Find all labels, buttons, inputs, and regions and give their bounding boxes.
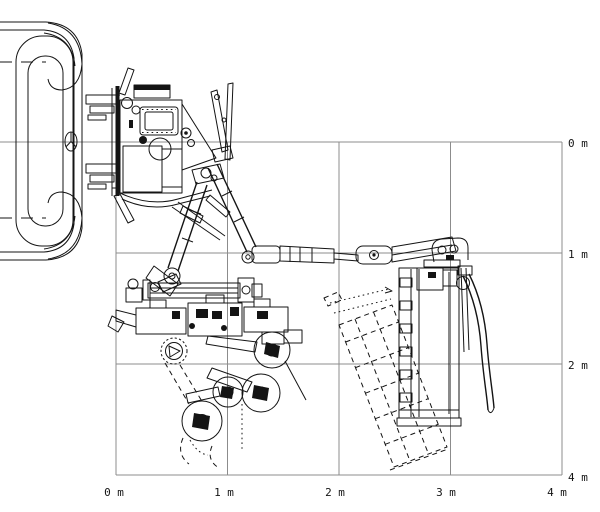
x-axis-labels: 0 m 1 m 2 m 3 m 4 m <box>104 486 567 499</box>
tractor-front-view <box>0 21 83 261</box>
mount-brackets <box>85 94 117 190</box>
x-tick-2m: 2 m <box>325 486 345 499</box>
y-tick-2m: 2 m <box>568 359 588 372</box>
measurement-grid <box>0 141 563 476</box>
x-tick-0m: 0 m <box>104 486 124 499</box>
y-tick-0m: 0 m <box>568 137 588 150</box>
x-tick-4m: 4 m <box>547 486 567 499</box>
disc-1 <box>253 331 291 369</box>
disc-4 <box>181 400 223 442</box>
y-tick-4m: 4 m <box>568 471 588 484</box>
disc-3 <box>212 376 244 408</box>
front-linkage-frame <box>111 67 234 241</box>
y-tick-1m: 1 m <box>568 248 588 261</box>
flail-mower-tilted-position <box>338 304 449 471</box>
x-tick-1m: 1 m <box>214 486 234 499</box>
flail-mower-implement <box>323 265 495 471</box>
y-axis-labels: 0 m 1 m 2 m 4 m <box>568 137 588 484</box>
x-tick-3m: 3 m <box>436 486 456 499</box>
telescopic-boom <box>251 236 469 268</box>
hydraulic-hose <box>457 265 495 414</box>
rotary-disc-implement <box>107 273 307 469</box>
mercedes-star-emblem <box>64 131 78 152</box>
disc-2 <box>241 373 281 413</box>
